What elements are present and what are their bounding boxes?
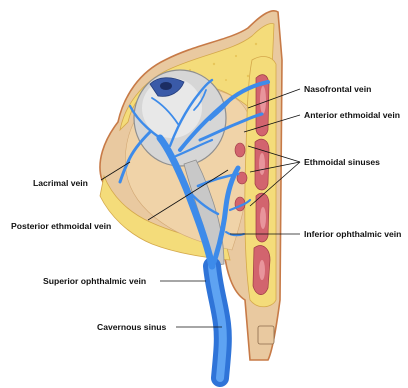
label-ethmoidal-sinuses: Ethmoidal sinuses (304, 157, 380, 167)
label-nasofrontal-vein: Nasofrontal vein (304, 84, 371, 94)
label-inferior-ophthalmic-vein: Inferior ophthalmic vein (304, 229, 401, 239)
signature-mark (258, 326, 274, 344)
label-cavernous-sinus: Cavernous sinus (97, 322, 166, 332)
label-anterior-ethmoidal-vein: Anterior ethmoidal vein (304, 110, 400, 120)
label-superior-ophthalmic-vein: Superior ophthalmic vein (43, 276, 146, 286)
label-posterior-ethmoidal-vein: Posterior ethmoidal vein (11, 221, 111, 231)
label-lacrimal-vein: Lacrimal vein (33, 178, 88, 188)
